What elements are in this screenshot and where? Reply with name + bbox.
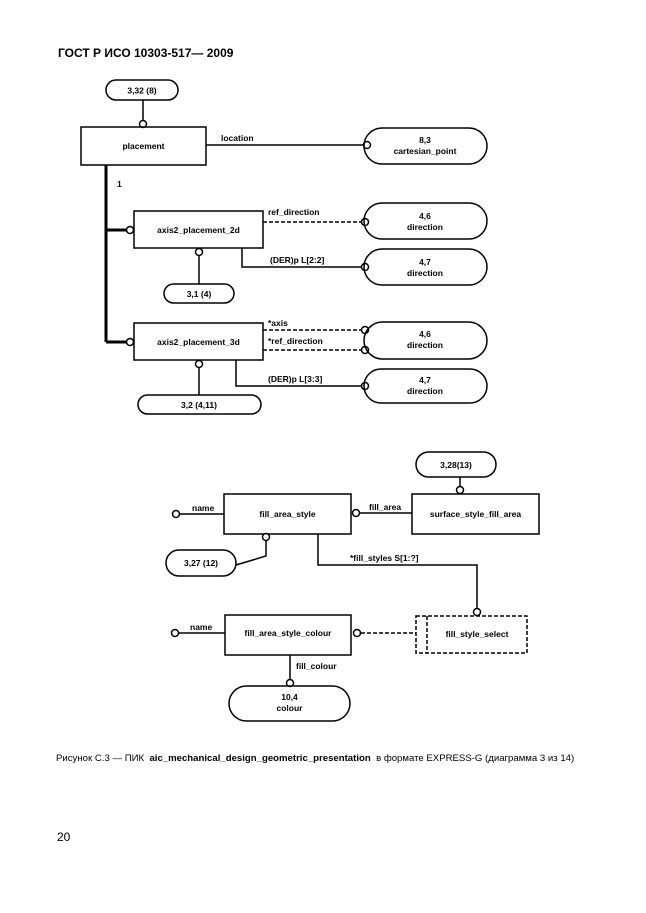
- location-label: location: [221, 133, 254, 143]
- page-ref-3-1-shape: [163, 283, 235, 304]
- placement-entity-box: [80, 126, 207, 166]
- fill-styles-label: *fill_styles S[1:?]: [350, 553, 419, 563]
- name-label-1: name: [192, 503, 214, 513]
- cardinality-label: 1: [117, 179, 122, 189]
- page-ref-3-2-shape: [137, 394, 262, 415]
- ref-direction-3d-label: *ref_direction: [268, 336, 323, 346]
- page-ref-3-2-label: 3,2 (4,11): [181, 400, 217, 410]
- direction-ref-2d-num: 4,6: [419, 211, 431, 221]
- direction-ref-3d-num: 4,6: [419, 329, 431, 339]
- colour-ref-name: colour: [277, 703, 304, 713]
- direction-ref-2d-shape: [363, 202, 488, 240]
- fill-area-style-label: fill_area_style: [259, 509, 316, 519]
- page-ref-3-27-shape: [165, 549, 237, 577]
- page-ref-3-27-label: 3,27 (12): [184, 558, 218, 568]
- page-ref-3-1-label: 3,1 (4): [187, 289, 212, 299]
- direction-der-ref-3d-shape: [363, 368, 488, 404]
- cartesian-point-ref-num: 8,3: [419, 135, 431, 145]
- page-ref-3-32-label: 3,32 (8): [127, 86, 156, 96]
- direction-ref-2d-name: direction: [407, 222, 443, 232]
- direction-der-3d-name: direction: [407, 386, 443, 396]
- colour-ref-num: 10,4: [281, 692, 298, 702]
- axis2-placement-3d-label: axis2_placement_3d: [157, 337, 240, 347]
- axis-label: *axis: [268, 318, 288, 328]
- cartesian-point-ref-name: cartesian_point: [394, 146, 457, 156]
- page-ref-3-32-shape: [105, 79, 179, 101]
- fill-style-select-box: [415, 615, 528, 654]
- fill-style-select-label: fill_style_select: [446, 629, 509, 639]
- direction-ref-3d-name: direction: [407, 340, 443, 350]
- name-label-2: name: [190, 622, 212, 632]
- document-header: ГОСТ Р ИСО 10303-517— 2009: [58, 46, 234, 60]
- page-number: 20: [57, 830, 71, 844]
- surface-style-fill-area-label: surface_style_fill_area: [430, 509, 521, 519]
- fill-area-label: fill_area: [369, 502, 401, 512]
- ref-direction-2d-label: ref_direction: [268, 207, 320, 217]
- caption-schema-name: aic_mechanical_design_geometric_presenta…: [149, 753, 371, 764]
- caption-suffix: в формате EXPRESS-G (диаграмма 3 из 14): [376, 753, 575, 764]
- placement-entity-label: placement: [122, 141, 164, 151]
- direction-der-2d-name: direction: [407, 268, 443, 278]
- direction-der-3d-num: 4,7: [419, 375, 431, 385]
- colour-ref-shape: [228, 685, 351, 722]
- fill-colour-label: fill_colour: [296, 661, 337, 671]
- direction-der-2d-num: 4,7: [419, 257, 431, 267]
- axis2-placement-2d-label: axis2_placement_2d: [157, 225, 240, 235]
- surface-style-fill-area-entity-box: [411, 493, 540, 535]
- fill-area-style-colour-label: fill_area_style_colour: [245, 628, 333, 638]
- caption-prefix: Рисунок С.3 — ПИК: [56, 753, 145, 764]
- cartesian-point-ref-shape: [363, 127, 488, 165]
- page-ref-3-28-label: 3,28(13): [440, 460, 472, 470]
- direction-der-ref-2d-shape: [363, 248, 488, 286]
- figure-caption: Рисунок С.3 — ПИК aic_mechanical_design_…: [56, 753, 574, 764]
- der-3d-label: (DER)p L[3:3]: [268, 374, 322, 384]
- page-ref-3-28-shape: [415, 451, 497, 478]
- direction-ref-3d-shape: [363, 321, 488, 360]
- fill-area-style-colour-entity-box: [224, 614, 352, 656]
- der-2d-label: (DER)p L[2:2]: [270, 255, 324, 265]
